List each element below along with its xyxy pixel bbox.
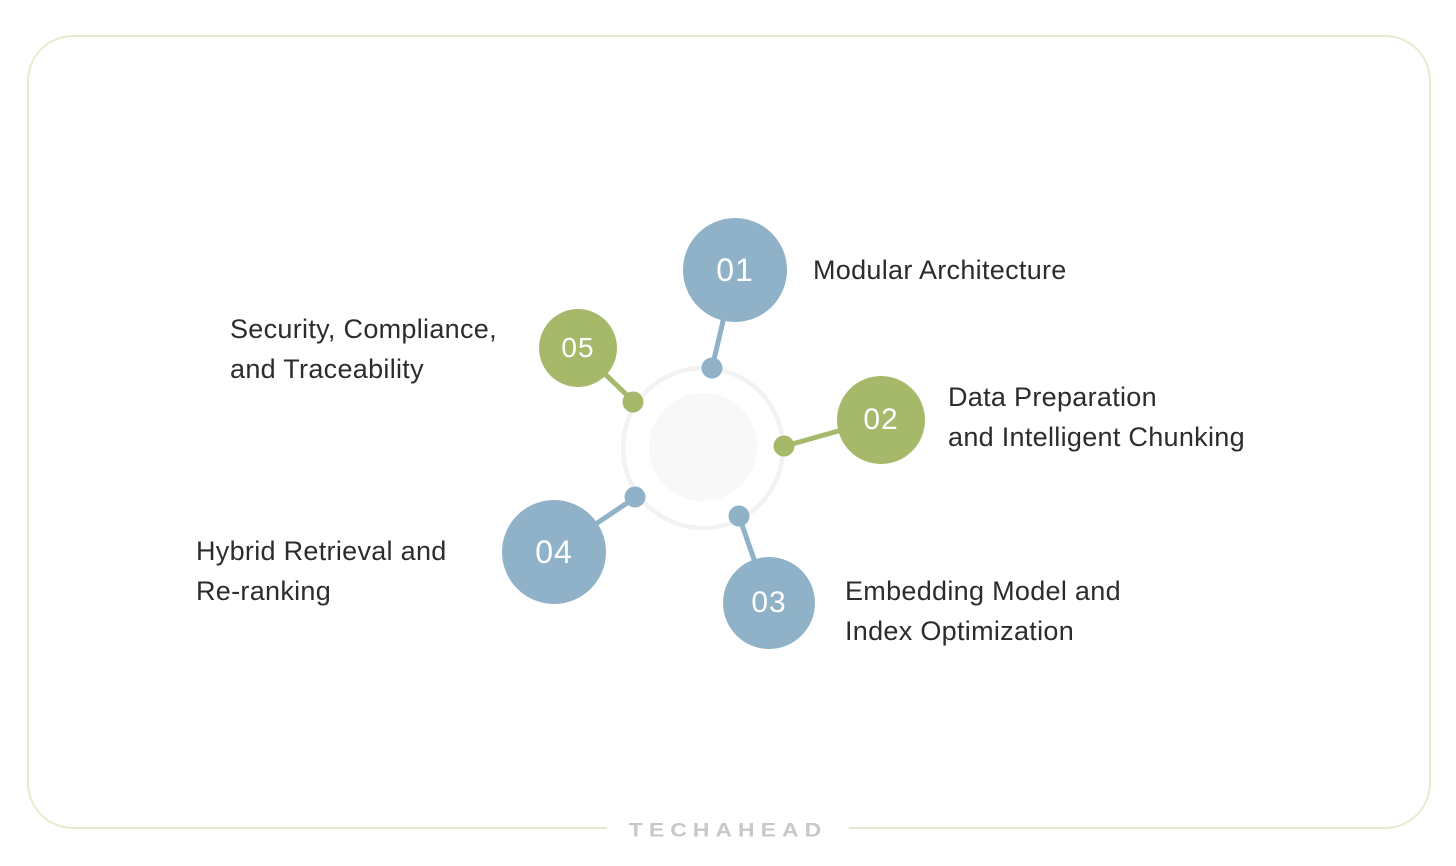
step-label-line: Embedding Model and xyxy=(845,576,1121,606)
step-number-01: 01 xyxy=(716,251,754,288)
step-number-03: 03 xyxy=(751,586,787,619)
step-label-03: Embedding Model and Index Optimization xyxy=(845,571,1121,651)
step-circle-03: 03 xyxy=(723,557,815,649)
step-label-line: and Traceability xyxy=(230,354,424,384)
step-label-line: Hybrid Retrieval and xyxy=(196,536,447,566)
step-label-line: Security, Compliance, xyxy=(230,314,497,344)
step-label-05: Security, Compliance, and Traceability xyxy=(230,309,497,389)
step-number-05: 05 xyxy=(561,332,595,363)
step-circle-01: 01 xyxy=(683,218,787,322)
step-circle-04: 04 xyxy=(502,500,606,604)
step-label-line: Re-ranking xyxy=(196,576,332,606)
step-label-01: Modular Architecture xyxy=(813,250,1067,290)
step-label-04: Hybrid Retrieval and Re-ranking xyxy=(196,531,447,611)
step-number-02: 02 xyxy=(863,403,899,436)
step-label-line: Data Preparation xyxy=(948,382,1157,412)
step-number-04: 04 xyxy=(535,533,573,570)
step-circle-05: 05 xyxy=(539,309,617,387)
techahead-logo-text: TECHAHEAD xyxy=(628,818,828,841)
step-label-line: and Intelligent Chunking xyxy=(948,422,1245,452)
step-label-line: Index Optimization xyxy=(845,616,1075,646)
step-circle-02: 02 xyxy=(837,376,925,464)
techahead-logo: TECHAHEAD xyxy=(606,810,850,850)
step-label-02: Data Preparation and Intelligent Chunkin… xyxy=(948,377,1245,457)
step-label-line: Modular Architecture xyxy=(813,255,1067,285)
